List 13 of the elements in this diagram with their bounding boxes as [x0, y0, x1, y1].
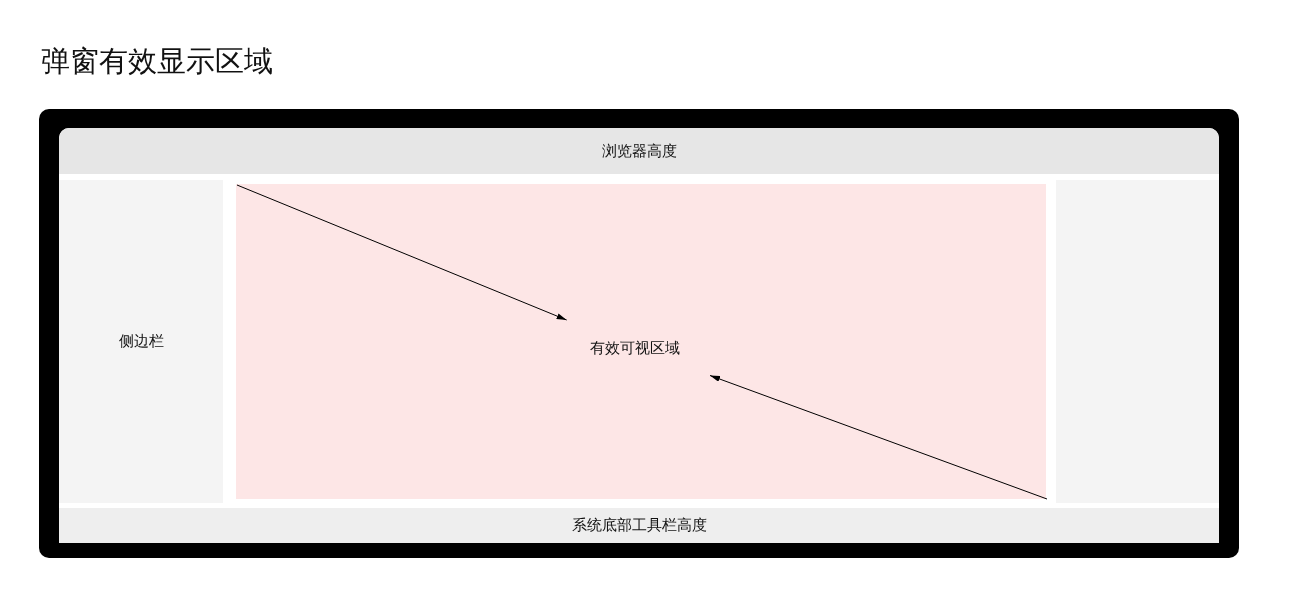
area-label-text: 有效可视区域 — [590, 338, 680, 358]
bottom-toolbar — [59, 508, 1219, 543]
panel-label: 系统底部工具栏高度 — [571, 516, 707, 535]
side-panel — [1056, 180, 1219, 503]
arrow — [236, 184, 568, 321]
title: 弹窗有效显示区域 — [41, 43, 273, 80]
panel-label: 侧边栏 — [118, 332, 164, 351]
device-frame — [39, 109, 1239, 558]
header-bar — [59, 128, 1219, 174]
arrow — [709, 375, 1048, 500]
panel-label: 浏览器高度 — [601, 141, 677, 161]
visible-area — [236, 184, 1046, 499]
sidebar-panel — [59, 180, 223, 503]
